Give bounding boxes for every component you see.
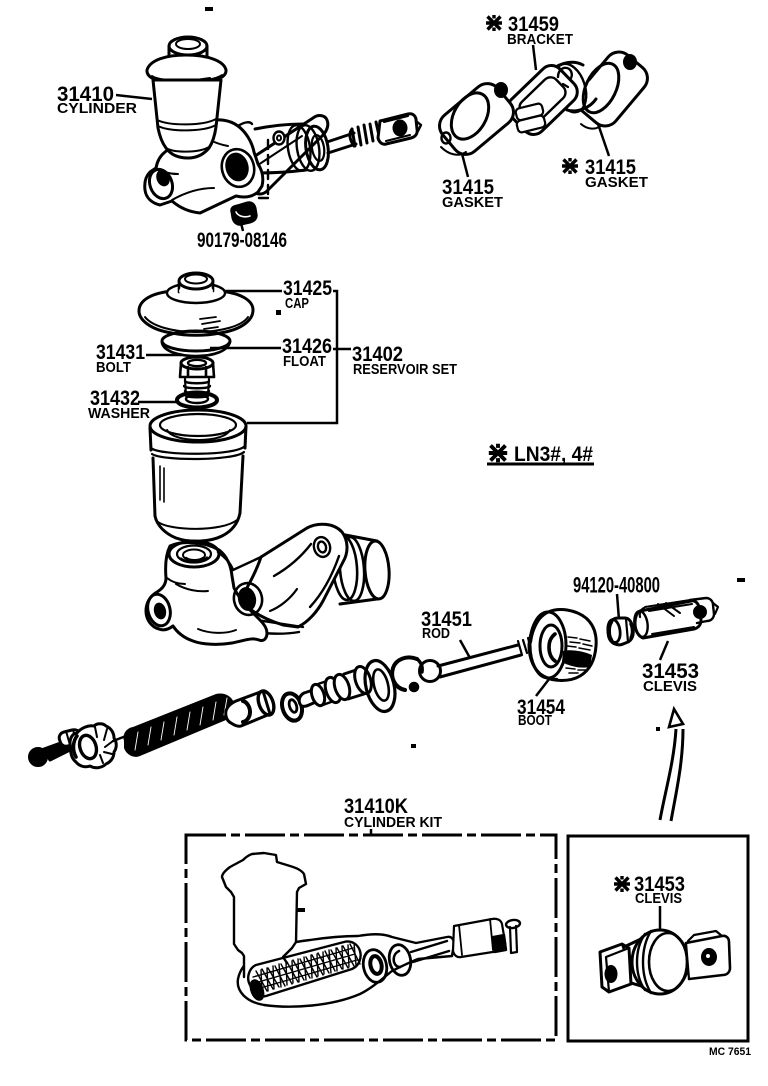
svg-text:WASHER: WASHER	[88, 406, 151, 422]
svg-text:31415: 31415	[442, 176, 494, 199]
svg-text:CYLINDER KIT: CYLINDER KIT	[344, 815, 442, 831]
svg-text:31451: 31451	[421, 608, 472, 631]
svg-text:ROD: ROD	[422, 626, 450, 642]
svg-text:31459: 31459	[508, 13, 559, 36]
svg-text:90179-08146: 90179-08146	[197, 229, 287, 252]
svg-text:31453: 31453	[634, 873, 685, 896]
svg-text:LN3#, 4#: LN3#, 4#	[514, 443, 593, 466]
svg-text:CAP: CAP	[285, 296, 309, 312]
svg-text:31454: 31454	[517, 696, 565, 719]
svg-text:31453: 31453	[642, 660, 699, 683]
svg-text:RESERVOIR SET: RESERVOIR SET	[353, 362, 457, 378]
svg-text:31402: 31402	[352, 343, 403, 366]
svg-text:GASKET: GASKET	[585, 175, 648, 191]
svg-text:GASKET: GASKET	[442, 195, 503, 211]
svg-text:31426: 31426	[282, 335, 332, 358]
svg-text:MC 7651: MC 7651	[709, 1046, 751, 1058]
svg-text:31410K: 31410K	[344, 795, 408, 818]
svg-text:31432: 31432	[90, 387, 140, 410]
svg-text:31431: 31431	[96, 341, 145, 364]
svg-text:31415: 31415	[585, 156, 636, 179]
svg-text:BRACKET: BRACKET	[507, 32, 573, 48]
svg-text:94120-40800: 94120-40800	[573, 573, 660, 598]
svg-text:CYLINDER: CYLINDER	[57, 101, 138, 117]
svg-text:31425: 31425	[283, 277, 332, 300]
svg-text:BOLT: BOLT	[96, 360, 131, 376]
svg-text:BOOT: BOOT	[518, 713, 552, 729]
svg-text:CLEVIS: CLEVIS	[635, 891, 682, 907]
svg-text:CLEVIS: CLEVIS	[643, 679, 697, 695]
svg-text:FLOAT: FLOAT	[283, 354, 326, 370]
svg-text:31410: 31410	[57, 83, 114, 106]
